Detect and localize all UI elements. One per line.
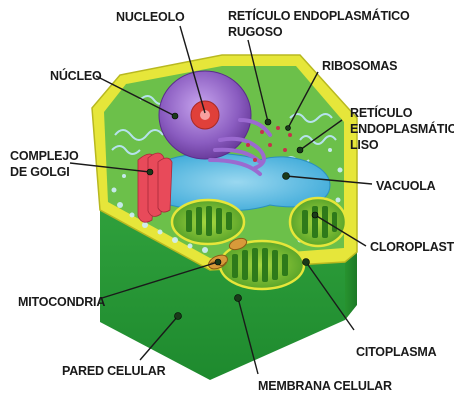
label-vacuola: VACUOLA [376, 179, 436, 193]
label-reticulo-liso-line1: RETÍCULO [350, 105, 413, 120]
label-pared-celular: PARED CELULAR [62, 364, 166, 378]
label-citoplasma: CITOPLASMA [356, 345, 437, 359]
label-membrana-celular: MEMBRANA CELULAR [258, 379, 392, 393]
label-reticulo-liso-line2: ENDOPLASMÁTICO [350, 121, 454, 136]
label-golgi-line2: DE GOLGI [10, 165, 70, 179]
chloroplast-2 [290, 198, 346, 246]
golgi-apparatus [138, 153, 172, 222]
label-ribosomas: RIBOSOMAS [322, 59, 397, 73]
label-nucleolo: NUCLEOLO [116, 10, 185, 24]
label-mitocondria: MITOCONDRIA [18, 295, 105, 309]
label-nucleo: NÚCLEO [50, 68, 102, 83]
chloroplast-1 [172, 200, 244, 244]
label-reticulo-rugoso-line1: RETÍCULO ENDOPLASMÁTICO [228, 8, 410, 23]
cell-wall-right-face [345, 252, 357, 320]
label-cloroplasto: CLOROPLASTO [370, 240, 454, 254]
label-golgi-line1: COMPLEJO [10, 149, 79, 163]
label-reticulo-rugoso-line2: RUGOSO [228, 25, 283, 39]
label-reticulo-liso-line3: LISO [350, 138, 379, 152]
